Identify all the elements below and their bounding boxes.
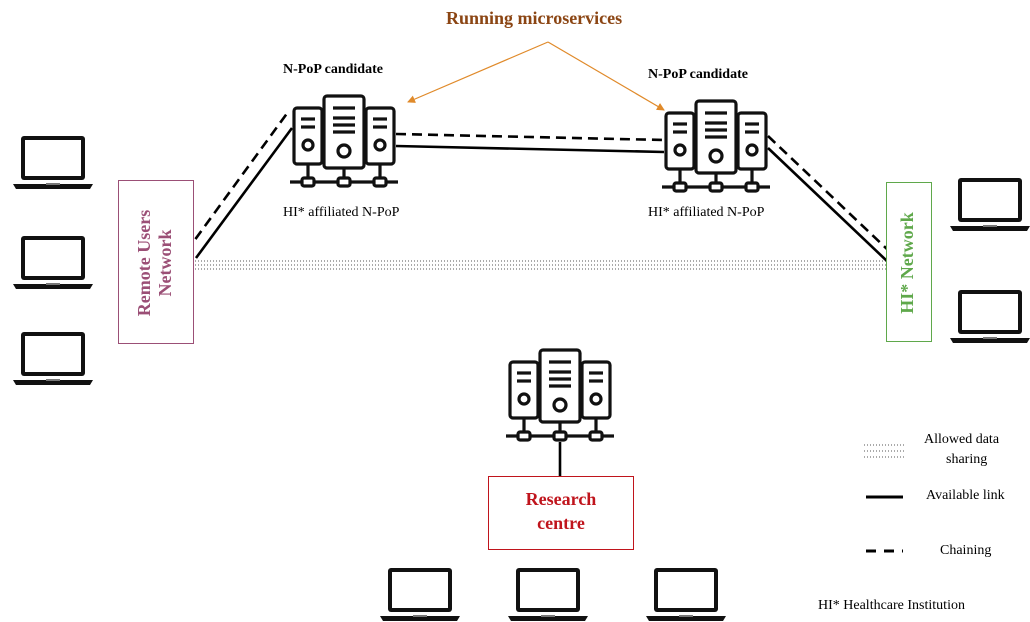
npop-left-servers-icon [290,94,398,188]
remote-laptop-icon [13,236,93,289]
research-centre-line2: centre [537,513,585,533]
npop-right-servers-icon [662,99,770,193]
legend-allowed-line2: sharing [946,452,988,467]
research-servers-icon [506,348,614,442]
remote-users-network-line2: Network [155,229,175,297]
research-laptop-icon [646,568,726,621]
chaining-links [184,111,889,253]
legend-chaining: Chaining [940,543,992,558]
remote-laptop-icon [13,136,93,189]
microservice-arrows [407,41,665,111]
diagram-title: Running microservices [446,8,623,28]
npop-right-caption: N-PoP candidate [648,67,748,82]
hi-laptop-icon [950,290,1030,343]
legend-symbols [864,444,904,553]
npop-left-caption: N-PoP candidate [283,62,383,77]
legend-available: Available link [926,488,1005,503]
hi-network-label: HI* Network [897,212,917,314]
remote-laptop-icon [13,332,93,385]
hi-laptop-icon [950,178,1030,231]
npop-left-label: HI* affiliated N-PoP [283,205,400,220]
allowed-sharing-link [195,260,888,270]
legend-allowed-line1: Allowed data [924,432,1000,447]
research-laptop-icon [380,568,460,621]
research-laptop-icon [508,568,588,621]
remote-users-network-label: Remote Users Network [134,181,180,345]
npop-right-label: HI* affiliated N-PoP [648,205,765,220]
remote-users-network-line1: Remote Users [134,209,154,317]
research-centre-box: Research centre [488,476,634,550]
available-links [194,127,889,476]
research-centre-line1: Research [525,489,597,509]
footnote: HI* Healthcare Institution [818,598,965,613]
hi-network-box: HI* Network [886,182,932,342]
remote-users-network-box: Remote Users Network [118,180,194,344]
